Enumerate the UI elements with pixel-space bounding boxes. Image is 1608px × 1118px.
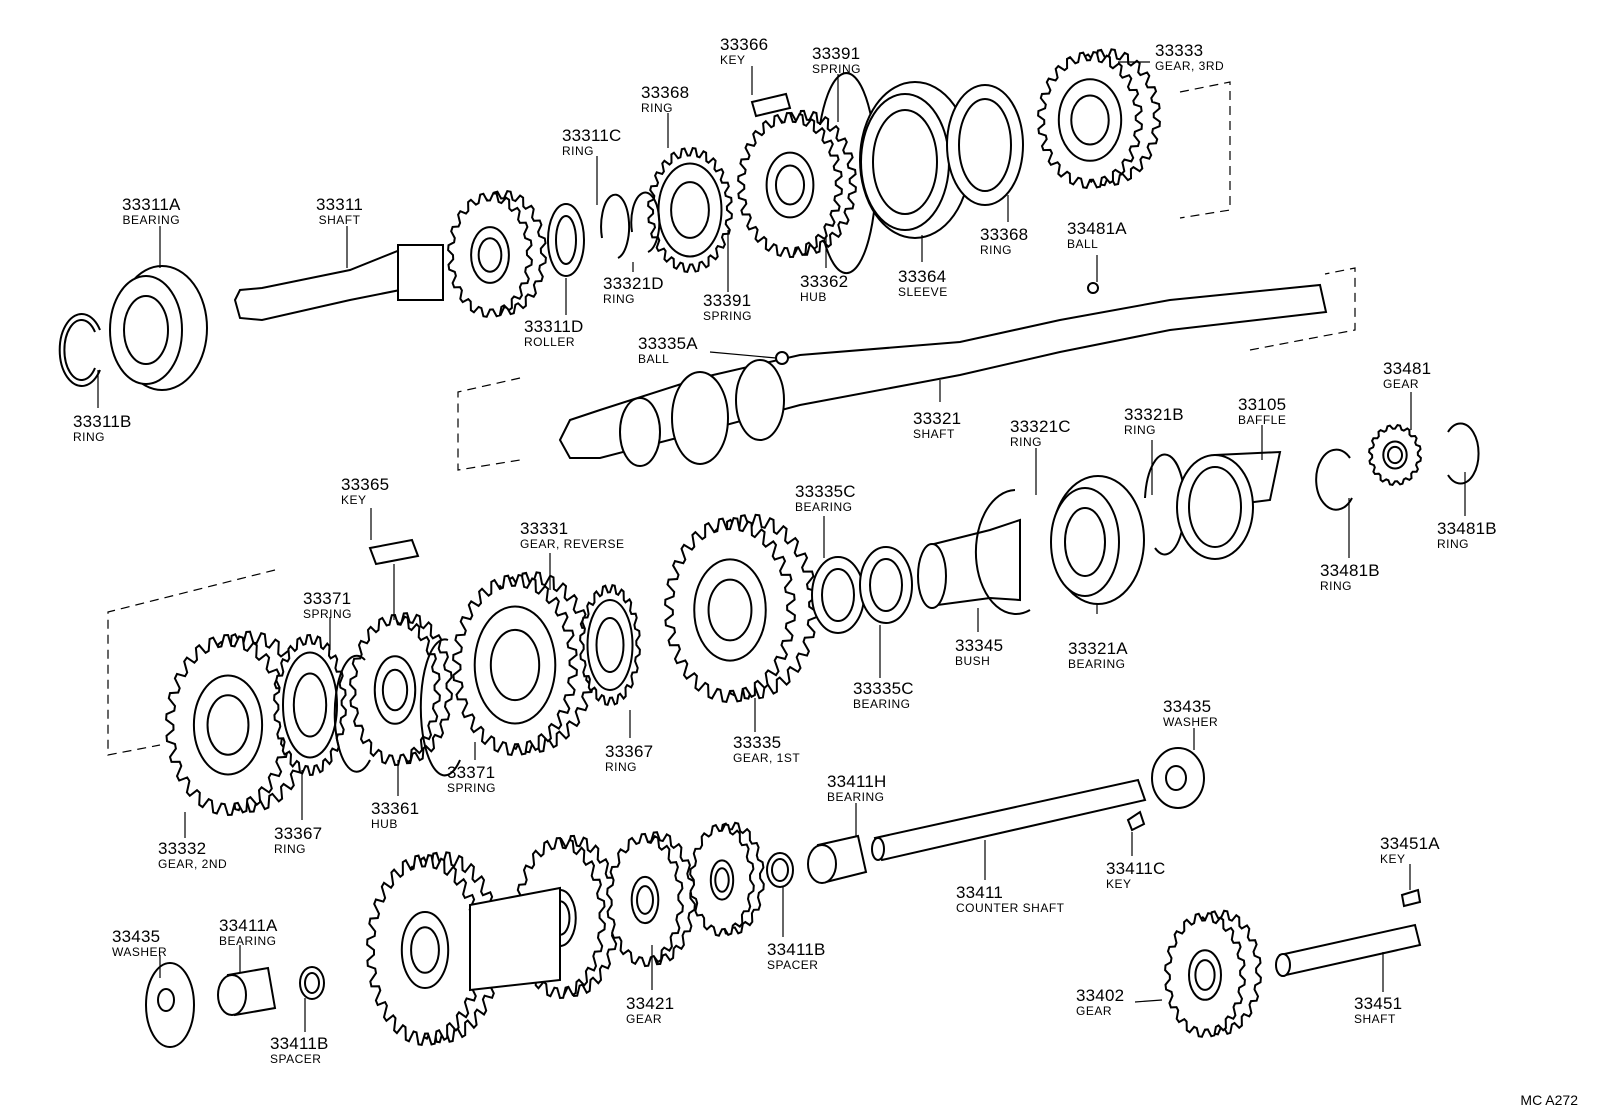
input-shaft-33311-drawing — [233, 244, 444, 322]
washer-33435-lower-drawing — [145, 962, 195, 1048]
spring-33371-drawing — [333, 654, 371, 773]
ring-33311c-drawing — [600, 193, 631, 259]
diagram-reference-code: MC A272 — [1520, 1092, 1578, 1108]
counter-gear-33421-tube-drawing — [469, 886, 561, 992]
bearing-33411h-drawing — [807, 834, 868, 884]
baffle-33105-drawing — [1176, 450, 1282, 560]
counter-gear-33421-end-drawing — [689, 821, 765, 937]
main-shaft-33321-drawing — [558, 282, 1328, 467]
washer-33435-upper-drawing — [1151, 747, 1205, 809]
key-33451a-drawing — [1400, 888, 1422, 908]
ring-33368-left-drawing — [647, 146, 733, 274]
gear-33481-drawing — [1368, 423, 1422, 487]
counter-shaft-33411-drawing — [871, 778, 1147, 862]
idler-shaft-33451-drawing — [1275, 923, 1422, 977]
ring-33367-right-drawing — [579, 584, 641, 706]
hub-33361-drawing — [349, 612, 453, 767]
bearing-33311a-drawing — [109, 265, 208, 391]
counter-gear-33421-small-drawing — [606, 831, 696, 968]
spacer-33411b-middle-drawing — [766, 852, 794, 888]
leader-lines — [97, 61, 1466, 1032]
bearing-33321a-drawing — [1050, 475, 1145, 605]
key-33411c-drawing — [1126, 810, 1146, 832]
gear-33333-3rd-drawing — [1037, 48, 1161, 190]
gear-drawings — [165, 48, 1422, 1047]
bearing-33411a-drawing — [217, 966, 277, 1017]
spacer-33411b-lower-drawing — [299, 966, 325, 1000]
key-33366-drawing — [750, 92, 792, 118]
spring-33371-second-drawing — [419, 638, 461, 777]
snap-ring-33311b-drawing — [58, 313, 101, 387]
gear-33331-reverse-drawing — [452, 571, 596, 757]
ring-33321c-drawing — [974, 489, 1031, 615]
key-33365-drawing — [368, 538, 420, 566]
ring-33368-right-drawing — [946, 84, 1024, 206]
ring-33481b-left-drawing — [1315, 448, 1353, 511]
gear-33311-input-drawing — [447, 189, 547, 318]
bearing-33335c-pair-drawing — [811, 546, 913, 634]
gear-33402-idler-drawing — [1164, 909, 1262, 1038]
hub-33362-drawing — [737, 109, 857, 259]
ring-33367-left-drawing — [273, 633, 347, 777]
ring-33321d-drawing — [630, 191, 661, 253]
bush-33345-drawing — [917, 518, 1021, 609]
counter-gear-33421-large-drawing — [366, 851, 502, 1047]
roller-33311d-drawing — [547, 203, 585, 277]
ring-33481b-right-drawing — [1447, 422, 1480, 485]
assembly-boundary-lines — [107, 81, 1356, 756]
gear-33335-1st-drawing — [664, 513, 818, 704]
